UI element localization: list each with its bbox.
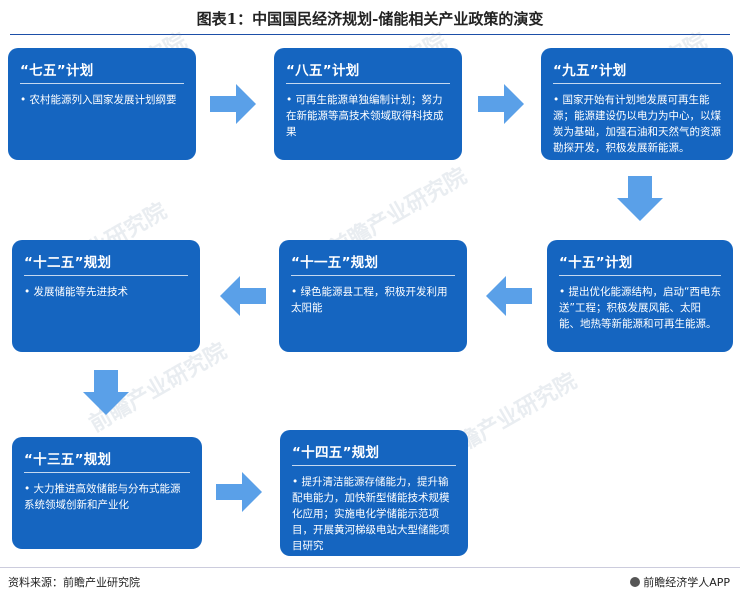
- plan-title: “九五”计划: [553, 63, 627, 79]
- plan-body: • 提升清洁能源存储能力，提升输配电能力，加快新型储能技术规模化应用；实施电化学…: [292, 476, 450, 552]
- plan-title: “八五”计划: [286, 63, 360, 79]
- plan-divider: [24, 472, 190, 473]
- plan-box-13th: “十三五”规划 • 大力推进高效储能与分布式能源系统领域创新和产业化: [12, 437, 202, 549]
- source-note: 资料来源：前瞻产业研究院: [8, 576, 140, 589]
- plan-title: “七五”计划: [20, 63, 94, 79]
- arrow-right-icon: [478, 84, 524, 124]
- plan-title: “十四五”规划: [292, 445, 380, 461]
- plan-divider: [559, 275, 721, 276]
- plan-title: “十二五”规划: [24, 255, 112, 271]
- plan-title: “十五”计划: [559, 255, 633, 271]
- arrow-down-icon: [83, 370, 129, 415]
- arrow-right-icon: [210, 84, 256, 124]
- plan-title: “十一五”规划: [291, 255, 379, 271]
- page-title: 图表1：中国国民经济规划-储能相关产业政策的演变: [196, 10, 544, 28]
- plan-body: • 发展储能等先进技术: [24, 286, 129, 298]
- plan-body: • 农村能源列入国家发展计划纲要: [20, 94, 177, 106]
- plan-body: • 可再生能源单独编制计划；努力在新能源等高技术领域取得科技成果: [286, 94, 444, 138]
- plan-divider: [286, 83, 450, 84]
- arrow-down-icon: [617, 176, 663, 221]
- arrow-right-icon: [216, 472, 262, 512]
- plan-body: • 大力推进高效储能与分布式能源系统领域创新和产业化: [24, 483, 181, 511]
- plan-box-14th: “十四五”规划 • 提升清洁能源存储能力，提升输配电能力，加快新型储能技术规模化…: [280, 430, 468, 556]
- plan-divider: [292, 465, 456, 466]
- plan-divider: [24, 275, 188, 276]
- brand-name: 前瞻经济学人APP: [643, 576, 730, 589]
- plan-box-9th: “九五”计划 • 国家开始有计划地发展可再生能源；能源建设仍以电力为中心，以煤炭…: [541, 48, 733, 160]
- plan-body: • 绿色能源县工程，积极开发利用太阳能: [291, 286, 448, 314]
- plan-box-8th: “八五”计划 • 可再生能源单独编制计划；努力在新能源等高技术领域取得科技成果: [274, 48, 462, 160]
- plan-box-11th: “十一五”规划 • 绿色能源县工程，积极开发利用太阳能: [279, 240, 467, 352]
- plan-divider: [20, 83, 184, 84]
- arrow-left-icon: [220, 276, 266, 316]
- brand-logo-icon: [630, 577, 641, 587]
- title-divider: [10, 34, 730, 35]
- plan-box-12th: “十二五”规划 • 发展储能等先进技术: [12, 240, 200, 352]
- plan-body: • 国家开始有计划地发展可再生能源；能源建设仍以电力为中心，以煤炭为基础，加强石…: [553, 94, 721, 154]
- footer-divider: [0, 567, 740, 568]
- plan-divider: [553, 83, 721, 84]
- plan-divider: [291, 275, 455, 276]
- brand-credit: 前瞻经济学人APP: [630, 574, 730, 590]
- plan-box-10th: “十五”计划 • 提出优化能源结构，启动“西电东送”工程；积极发展风能、太阳能、…: [547, 240, 733, 352]
- plan-body: • 提出优化能源结构，启动“西电东送”工程；积极发展风能、太阳能、地热等新能源和…: [559, 286, 721, 330]
- plan-box-7th: “七五”计划 • 农村能源列入国家发展计划纲要: [8, 48, 196, 160]
- plan-title: “十三五”规划: [24, 452, 112, 468]
- arrow-left-icon: [486, 276, 532, 316]
